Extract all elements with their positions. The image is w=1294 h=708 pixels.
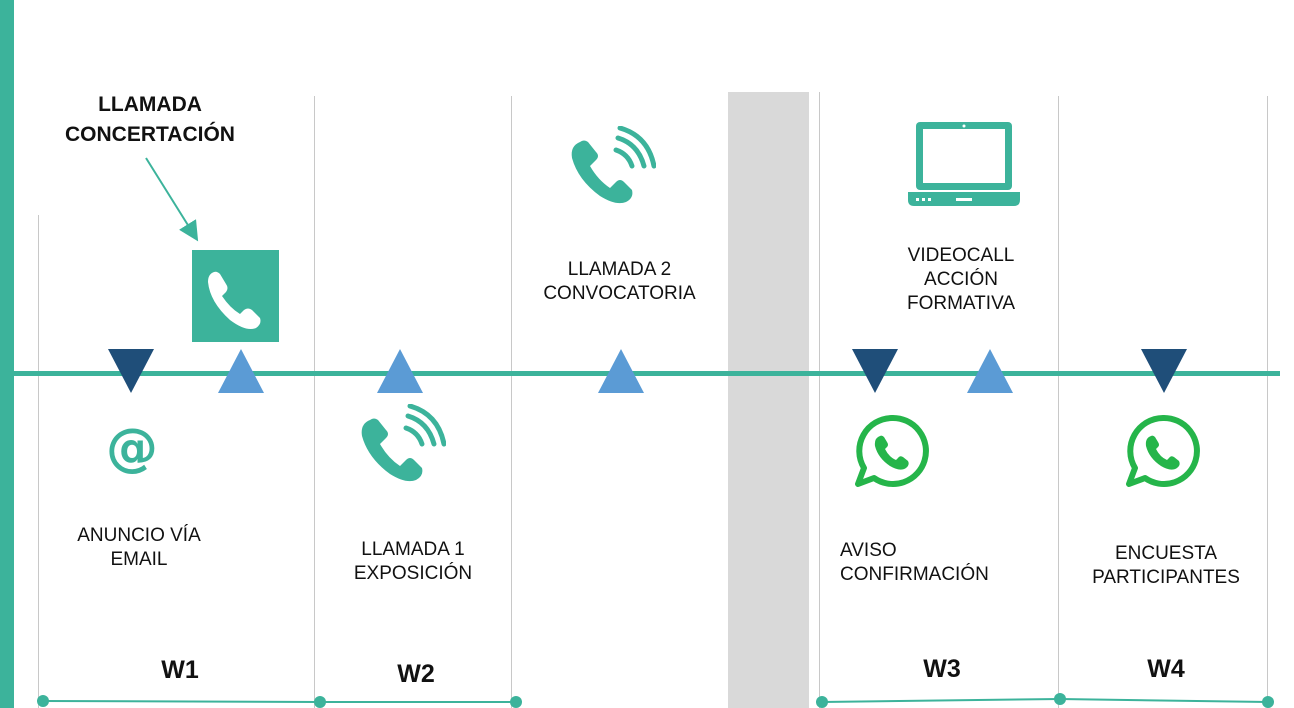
- marker-up: [218, 349, 264, 393]
- marker-down: [852, 349, 898, 393]
- marker-up: [598, 349, 644, 393]
- whatsapp-icon: [855, 414, 929, 487]
- callout-arrow: [145, 157, 199, 242]
- marker-up: [377, 349, 423, 393]
- label-line: AVISO: [840, 540, 897, 561]
- week-label-w2: W2: [397, 660, 435, 688]
- email-at-icon: @: [106, 418, 158, 478]
- separator-line: [1267, 96, 1268, 708]
- marker-down: [1141, 349, 1187, 393]
- callout-line: CONCERTACIÓN: [65, 123, 235, 146]
- separator-line: [1058, 96, 1059, 708]
- label-line: LLAMADA 2: [567, 259, 672, 280]
- label-line: LLAMADA 1: [361, 539, 465, 560]
- phone-ringing-icon: [361, 404, 446, 482]
- label-line: ACCIÓN: [924, 269, 998, 290]
- label-line: PARTICIPANTES: [1092, 567, 1240, 588]
- phone-ringing-icon: [571, 126, 656, 204]
- label-line: EMAIL: [110, 549, 168, 570]
- label-line: ANUNCIO VÍA: [77, 525, 201, 546]
- label-encuesta-participantes: ENCUESTA PARTICIPANTES: [1066, 542, 1266, 590]
- label-line: ENCUESTA: [1114, 543, 1218, 564]
- week-label-w3: W3: [923, 655, 961, 683]
- separator-line: [38, 215, 39, 708]
- week-label-w1: W1: [161, 656, 199, 684]
- callout-llamada-concertacion: LLAMADA CONCERTACIÓN: [30, 90, 270, 150]
- label-line: VIDEOCALL: [907, 245, 1015, 266]
- callout-line: LLAMADA: [98, 93, 202, 116]
- left-accent-bar: [0, 0, 14, 708]
- label-videocall: VIDEOCALL ACCIÓN FORMATIVA: [862, 244, 1060, 316]
- separator-line: [511, 96, 512, 708]
- marker-up: [967, 349, 1013, 393]
- marker-down: [108, 349, 154, 393]
- whatsapp-icon: [1126, 414, 1200, 487]
- separator-line: [819, 92, 820, 708]
- label-line: FORMATIVA: [906, 293, 1016, 314]
- laptop-icon: [908, 122, 1020, 206]
- label-aviso-confirmacion: AVISO CONFIRMACIÓN: [840, 539, 1052, 587]
- separator-line: [314, 96, 315, 708]
- phone-square-icon: [192, 250, 279, 342]
- label-line: CONVOCATORIA: [543, 283, 696, 304]
- week-label-w4: W4: [1147, 655, 1185, 683]
- label-anuncio-email: ANUNCIO VÍA EMAIL: [40, 524, 238, 572]
- timeline-break: [728, 92, 809, 708]
- label-line: CONFIRMACIÓN: [840, 564, 989, 585]
- label-llamada-2: LLAMADA 2 CONVOCATORIA: [513, 258, 726, 306]
- label-line: EXPOSICIÓN: [353, 563, 473, 584]
- label-llamada-1: LLAMADA 1 EXPOSICIÓN: [316, 538, 510, 586]
- week-range-lines: [37, 693, 1274, 708]
- timeline-axis: [14, 371, 1280, 376]
